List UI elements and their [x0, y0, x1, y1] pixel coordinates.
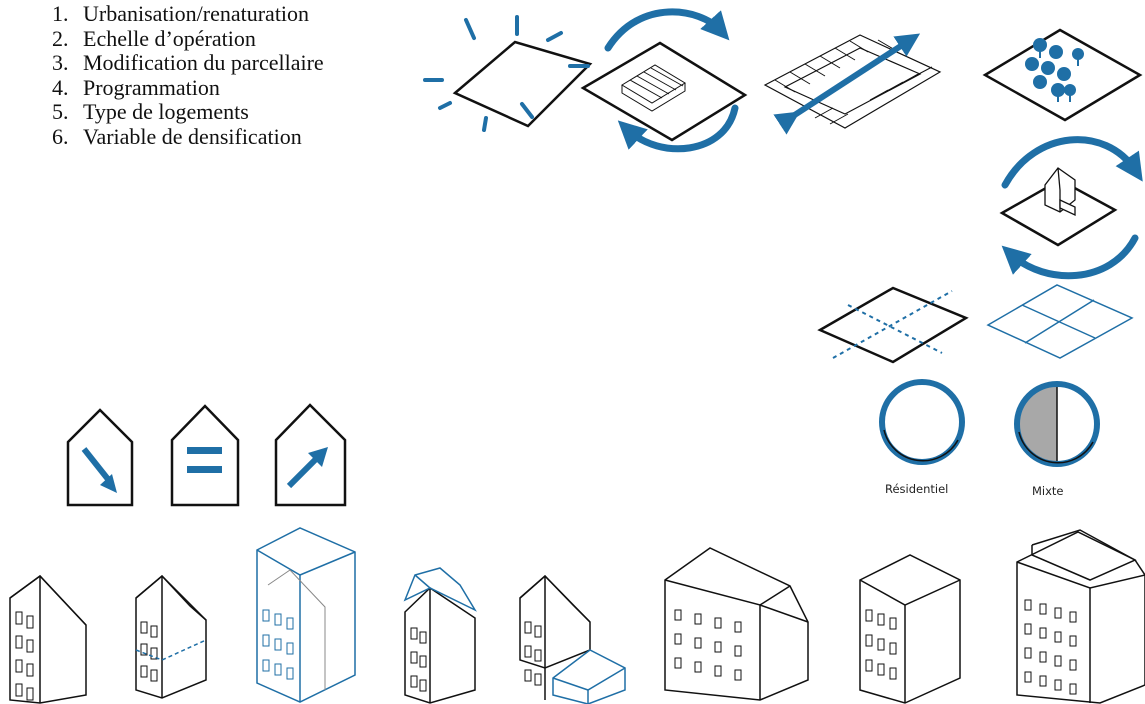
legend-item-number: 6.: [52, 123, 69, 149]
legend-item-4: 4. Programmation: [0, 74, 420, 101]
parcel-grid-icon: [986, 284, 1134, 359]
house-increase-icon: [274, 403, 347, 507]
legend-item-6: 6. Variable de densification: [0, 123, 420, 150]
legend-item-number: 1.: [52, 1, 69, 26]
building-variant-4-icon: [403, 567, 477, 704]
plot-trees-icon: [982, 28, 1143, 122]
legend-list: 1. Urbanisation/renaturation 2. Echelle d’…: [0, 1, 420, 150]
legend-item-text: Echelle d’opération: [83, 25, 256, 51]
parcel-division-icon: [817, 286, 969, 364]
building-variant-7-icon: [859, 554, 961, 704]
house-decrease-icon: [66, 408, 134, 507]
house-equal-icon: [170, 404, 240, 507]
house-rotation-icon: [999, 136, 1143, 280]
legend-item-2: 2. Echelle d’opération: [0, 25, 420, 52]
building-variant-8-icon: [1016, 529, 1145, 704]
block-scale-arrow-icon: [763, 33, 942, 135]
plot-burst-icon: [423, 15, 593, 132]
house-arrow-icons: [66, 403, 347, 507]
legend-item-number: 4.: [52, 74, 69, 100]
mixed-circle-icon: [1014, 381, 1100, 467]
legend-item-text: Type de logements: [83, 99, 249, 124]
legend-item-1: 1. Urbanisation/renaturation: [0, 1, 420, 27]
legend-item-text: Variable de densification: [83, 123, 302, 149]
rotation-arrows-icon: [604, 8, 739, 153]
legend-item-text: Modification du parcellaire: [83, 50, 324, 75]
legend-item-number: 3.: [52, 50, 69, 75]
legend-item-text: Urbanisation/renaturation: [83, 1, 310, 26]
building-variant-5-icon: [519, 574, 626, 704]
residential-circle-icon: [879, 379, 965, 465]
plot-building-icon: [580, 41, 748, 142]
residential-label: Résidentiel: [885, 482, 949, 496]
legend-item-3: 3. Modification du parcellaire: [0, 50, 420, 76]
mixed-label: Mixte: [1032, 484, 1064, 498]
building-variant-6-icon: [664, 547, 809, 701]
building-variant-1-icon: [9, 575, 87, 704]
legend-item-text: Programmation: [83, 74, 220, 100]
building-variant-3-icon: [256, 527, 356, 703]
building-variant-2-icon: [135, 574, 207, 699]
building-variants-icons: [9, 527, 1145, 704]
legend-item-number: 5.: [52, 99, 69, 124]
legend-item-number: 2.: [52, 25, 69, 51]
legend-item-5: 5. Type de logements: [0, 99, 420, 125]
